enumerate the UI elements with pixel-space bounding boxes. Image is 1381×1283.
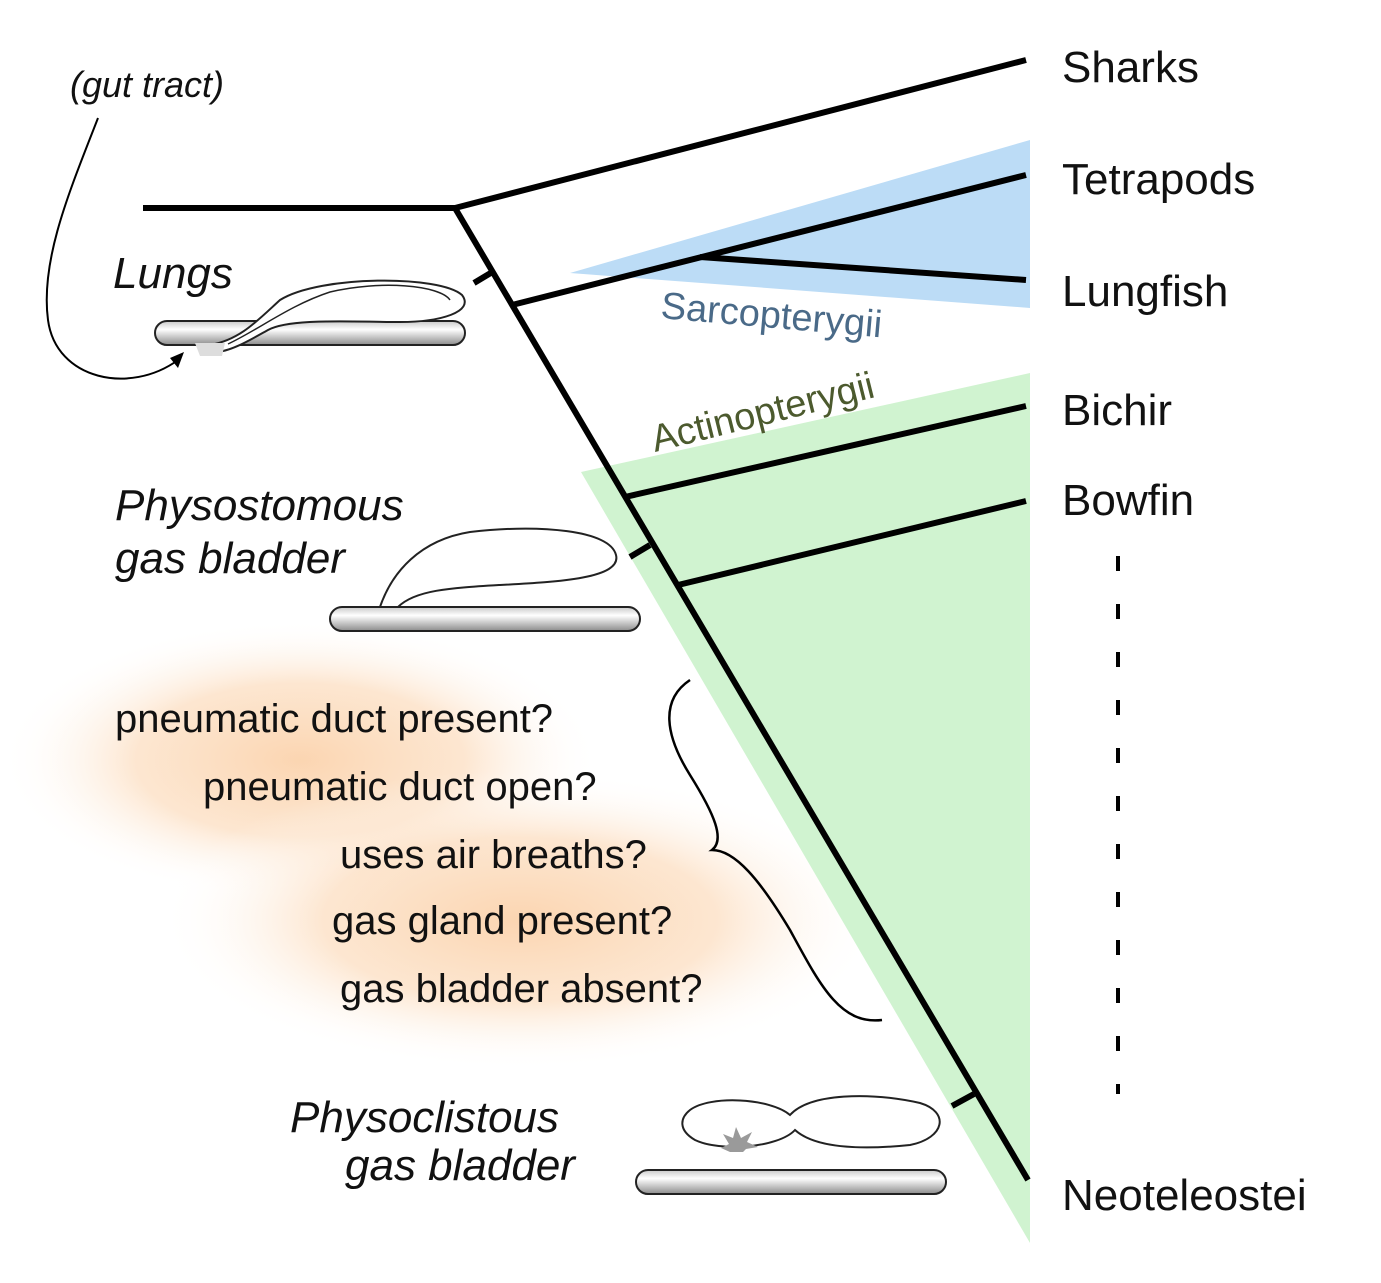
question-gas-bladder-absent: gas bladder absent? [340, 967, 703, 1011]
branch-bichir [624, 403, 1027, 500]
physostomous-bladder-illustration-icon [329, 527, 641, 632]
taxon-label-bowfin: Bowfin [1062, 476, 1194, 525]
question-pneumatic-duct-open: pneumatic duct open? [203, 765, 597, 809]
taxon-label-lungfish: Lungfish [1062, 267, 1228, 316]
taxon-label-bichir: Bichir [1062, 386, 1172, 435]
questions-glow [160, 770, 880, 1070]
physoclistous-bladder-illustration-icon [635, 1095, 947, 1195]
physostomous-label-line2: gas bladder [115, 534, 347, 583]
questions-brace [668, 678, 883, 1022]
lungs-illustration-icon [154, 279, 466, 356]
branch-lungfish [699, 254, 1027, 283]
physoclistous-tick [950, 1091, 976, 1109]
gas-gland-icon [721, 1127, 758, 1152]
gut-tract-label: (gut tract) [70, 64, 224, 105]
physoclistous-label-line2: gas bladder [345, 1141, 577, 1190]
question-gas-gland-present: gas gland present? [332, 899, 672, 943]
physostomous-label-line1: Physostomous [115, 481, 404, 530]
arrowhead-icon [170, 352, 184, 368]
trunk-line [452, 206, 1031, 1182]
gut-tract-pointer-arrow [45, 117, 179, 380]
branch-sarcopterygii [511, 172, 1027, 308]
branch-sharks [454, 57, 1027, 211]
branch-bowfin [677, 498, 1027, 588]
physoclistous-label-line1: Physoclistous [290, 1093, 559, 1142]
taxon-label-tetrapods: Tetrapods [1062, 155, 1255, 204]
taxon-label-neoteleostei: Neoteleostei [1062, 1171, 1307, 1220]
lungs-label: Lungs [113, 249, 233, 298]
physostomous-tick [628, 542, 652, 560]
question-pneumatic-duct-present: pneumatic duct present? [115, 697, 553, 741]
sarcopterygii-region [570, 140, 1030, 308]
taxon-label-sharks: Sharks [1062, 43, 1199, 92]
question-uses-air-breaths: uses air breaths? [340, 833, 647, 877]
lungs-tick [472, 268, 496, 286]
